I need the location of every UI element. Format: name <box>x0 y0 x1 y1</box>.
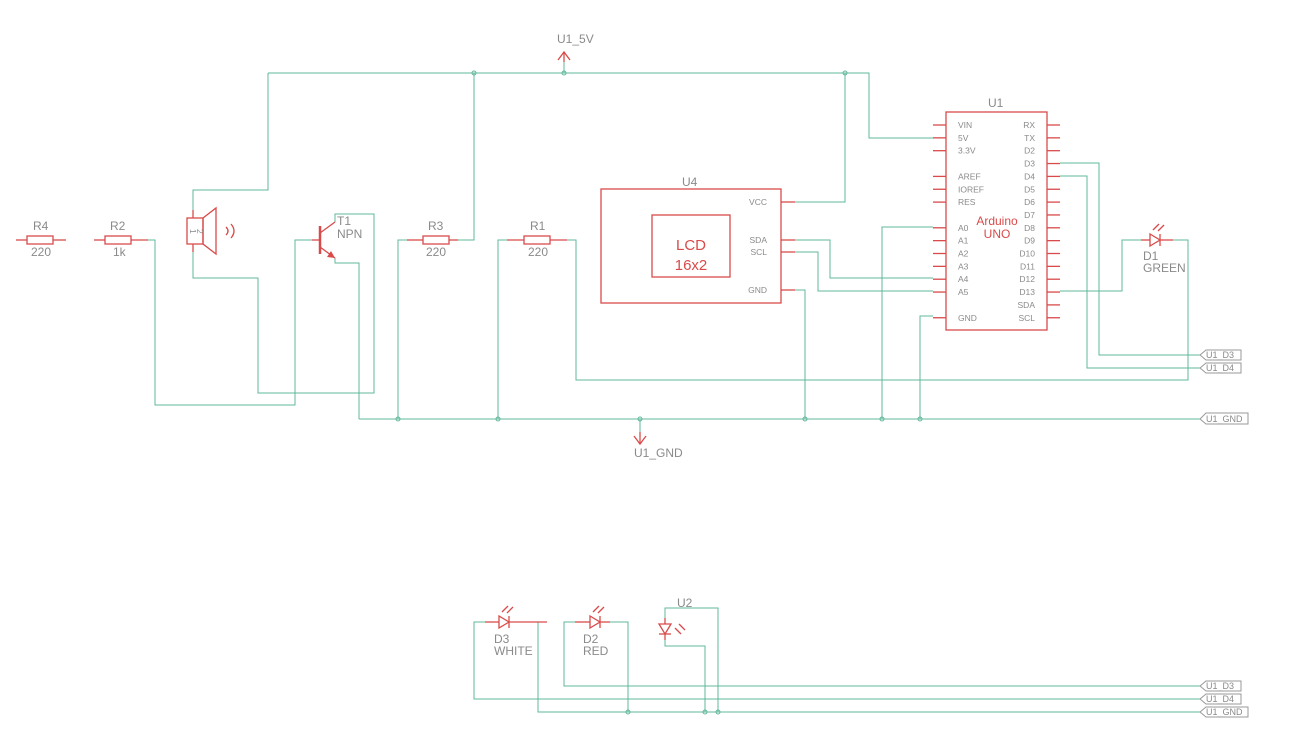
supply-symbol[interactable]: U1_5V <box>557 32 594 62</box>
r2-ref: R2 <box>110 219 126 233</box>
junctions <box>395 70 923 715</box>
arduino-ref: U1 <box>988 96 1004 110</box>
speaker-pin-1: 1 <box>188 229 198 234</box>
arduino-pin-label: D5 <box>1024 184 1035 194</box>
lcd-pin-gnd: GND <box>748 285 767 295</box>
ground-symbol[interactable]: U1_GND <box>633 432 683 460</box>
arduino-pin-label: D9 <box>1024 236 1035 246</box>
arduino-name-line-2: UNO <box>984 227 1011 241</box>
led-d1[interactable]: D1 GREEN <box>1141 223 1186 275</box>
arduino-uno-u1[interactable]: U1 Arduino UNO VIN 5V 3.3V AREF IOREF RES A0A1… <box>933 96 1060 331</box>
resistor-r2[interactable]: R2 1k <box>94 219 148 259</box>
r2-value: 1k <box>113 245 127 259</box>
arduino-pin-label: D4 <box>1024 171 1035 181</box>
d2-color: RED <box>583 644 609 658</box>
lcd-pin-sda: SDA <box>750 235 768 245</box>
speaker[interactable]: 1 2 <box>186 206 235 256</box>
lcd-ref: U4 <box>682 175 698 189</box>
r3-ref: R3 <box>428 219 444 233</box>
arduino-pin-label: TX <box>1024 133 1035 143</box>
arduino-pin-label: A4 <box>958 274 969 284</box>
d3-color: WHITE <box>494 644 533 658</box>
arduino-pin-label: D3 <box>1024 159 1035 169</box>
lcd-line-1: LCD <box>676 237 706 254</box>
r4-ref: R4 <box>33 219 49 233</box>
r4-value: 220 <box>31 245 51 259</box>
arduino-pin-label: 3.3V <box>958 146 976 156</box>
r3-value: 220 <box>426 245 446 259</box>
d1-color: GREEN <box>1143 261 1186 275</box>
arduino-pin-label: 5V <box>958 133 969 143</box>
arduino-pin-label: D12 <box>1019 274 1035 284</box>
t1-type: NPN <box>337 227 362 241</box>
speaker-pin-2: 2 <box>195 229 205 234</box>
r1-value: 220 <box>528 245 548 259</box>
led-u2[interactable]: U2 <box>657 596 693 640</box>
supply-label: U1_5V <box>557 32 594 46</box>
arduino-pin-label: IOREF <box>958 184 984 194</box>
arduino-pin-label: GND <box>958 313 977 323</box>
t1-ref: T1 <box>337 214 351 228</box>
port-label: U1_D4 <box>1206 694 1234 704</box>
resistor-r3[interactable]: R3 220 <box>407 219 458 259</box>
port-label: U1_GND <box>1206 414 1243 424</box>
arduino-pin-label: A3 <box>958 261 969 271</box>
arduino-pin-label: D11 <box>1020 261 1035 271</box>
lcd-pin-scl: SCL <box>750 247 767 257</box>
d2-ref: D2 <box>583 632 599 646</box>
port-u1-d4-bottom[interactable]: U1_D4 <box>1199 693 1242 705</box>
r1-ref: R1 <box>530 219 546 233</box>
lcd-module-u4[interactable]: LCD 16x2 U4 VCC SDA SCL GND <box>600 175 795 304</box>
arduino-pin-label: D13 <box>1019 287 1035 297</box>
arduino-pin-label: AREF <box>958 171 981 181</box>
led-d2[interactable]: D2 RED <box>575 605 610 658</box>
resistor-r1[interactable]: R1 220 <box>507 219 567 259</box>
arduino-pin-label: RX <box>1023 120 1035 130</box>
arduino-pin-label: SCL <box>1018 313 1035 323</box>
port-u1-d4-top[interactable]: U1_D4 <box>1199 362 1242 374</box>
arduino-pin-label: D8 <box>1024 223 1035 233</box>
port-label: U1_D3 <box>1206 681 1234 691</box>
arduino-pin-label: D6 <box>1024 197 1035 207</box>
arduino-pin-label: VIN <box>958 120 972 130</box>
ground-label: U1_GND <box>634 446 683 460</box>
lcd-line-2: 16x2 <box>675 257 708 274</box>
port-u1-gnd-top[interactable]: U1_GND <box>1199 412 1249 425</box>
led-d3[interactable]: D3 WHITE <box>485 605 547 658</box>
d3-ref: D3 <box>494 632 510 646</box>
port-u1-d3-top[interactable]: U1_D3 <box>1199 349 1242 361</box>
arduino-pin-label: A5 <box>958 287 969 297</box>
transistor-t1[interactable]: T1 NPN <box>312 214 362 259</box>
arduino-pin-label: A2 <box>958 249 969 259</box>
arduino-name-line-1: Arduino <box>976 214 1018 228</box>
resistor-r4[interactable]: R4 220 <box>16 219 66 259</box>
port-u1-gnd-bottom[interactable]: U1_GND <box>1199 706 1249 718</box>
arduino-pin-label: D7 <box>1024 210 1035 220</box>
arduino-pin-label: A0 <box>958 223 969 233</box>
wires <box>148 60 1200 713</box>
port-u1-d3-bottom[interactable]: U1_D3 <box>1199 680 1242 692</box>
arduino-pin-label: A1 <box>958 236 969 246</box>
arduino-pin-label: RES <box>958 197 976 207</box>
port-label: U1_GND <box>1206 707 1243 717</box>
arduino-pin-label: SDA <box>1018 300 1036 310</box>
u2-ref: U2 <box>677 596 693 610</box>
lcd-pin-vcc: VCC <box>749 197 767 207</box>
d1-ref: D1 <box>1143 249 1159 263</box>
port-label: U1_D4 <box>1206 363 1234 373</box>
arduino-pin-label: D2 <box>1024 146 1035 156</box>
port-label: U1_D3 <box>1206 350 1234 360</box>
arduino-pin-label: D10 <box>1019 249 1035 259</box>
